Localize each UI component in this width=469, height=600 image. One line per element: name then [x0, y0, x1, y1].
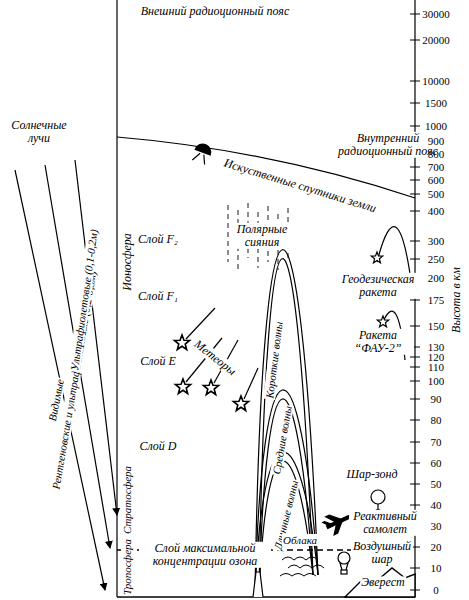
- axis-number: 0: [432, 584, 440, 596]
- diagram-label: Метеоры: [191, 337, 239, 379]
- axis-number: 800: [427, 148, 446, 160]
- diagram-label: Слой D: [138, 440, 177, 453]
- rocket-star: [377, 316, 388, 327]
- axis-number: 50: [430, 478, 443, 490]
- axis-tick: [410, 442, 420, 443]
- axis-number: 20: [430, 541, 443, 553]
- axis-number: 40: [430, 499, 443, 511]
- axis-tick: [410, 103, 420, 104]
- diagram-label: Внешний радиоционный пояс: [140, 5, 290, 18]
- axis-tick: [410, 326, 420, 327]
- antenna: [253, 572, 263, 597]
- axis-number: 30000: [421, 8, 451, 20]
- axis-tick: [410, 505, 420, 506]
- diagram-label: Геодезическая ракета: [332, 273, 424, 299]
- diagram-label: Слой F₂: [137, 233, 179, 246]
- axis-tick: [410, 241, 420, 242]
- air-balloon: [338, 552, 350, 574]
- axis-number: 400: [427, 205, 446, 217]
- meteor-star: [174, 335, 189, 350]
- axis-number: 250: [427, 253, 446, 265]
- axis-number: 60: [430, 457, 443, 469]
- diagram-label: Ионосфера: [121, 232, 134, 292]
- axis-number: 500: [427, 188, 446, 200]
- axis-number: 20000: [421, 34, 451, 46]
- axis-number: 80: [430, 414, 443, 426]
- diagram-label: Слой F₁: [137, 290, 179, 303]
- meteor-trails: [186, 308, 258, 399]
- axis-tick: [410, 590, 420, 591]
- diagram-label: Облака: [282, 534, 318, 546]
- axis-tick: [410, 463, 420, 464]
- satellite-icon: [191, 142, 213, 165]
- mountain: [345, 568, 415, 597]
- axis-number: 300: [427, 235, 446, 247]
- meteor-star: [203, 380, 218, 395]
- clouds: [280, 557, 324, 576]
- axis-number: 200: [427, 272, 446, 284]
- diagram-label: Солнечные лучи: [3, 119, 75, 145]
- axis-tick: [410, 259, 420, 260]
- diagram-label: Стратосфера: [121, 465, 133, 535]
- axis-number: 900: [427, 135, 446, 147]
- axis-number: 90: [430, 393, 443, 405]
- axis-tick: [410, 420, 420, 421]
- diagram-label: Слой максимальной концентрации озона: [139, 542, 271, 568]
- axis-number: 30: [430, 520, 443, 532]
- axis-number: 150: [427, 320, 446, 332]
- axis-number: 110: [427, 361, 445, 373]
- axis-number: 175: [427, 294, 446, 306]
- axis-number: 10: [430, 562, 443, 574]
- axis-tick: [410, 367, 420, 368]
- diagram-label: Реактивный самолет: [349, 510, 421, 536]
- axis-tick: [410, 399, 420, 400]
- axis-tick: [410, 211, 420, 212]
- diagram-label: Шар-зонд: [345, 468, 398, 481]
- axis-tick: [410, 180, 420, 181]
- axis-tick: [410, 381, 420, 382]
- diagram-label: Слой E: [139, 355, 177, 368]
- axis-tick: [410, 194, 420, 195]
- meteor-star: [233, 396, 248, 411]
- axis-number: 10000: [421, 75, 451, 87]
- axis-tick: [410, 357, 420, 358]
- axis-tick: [410, 81, 420, 82]
- axis-tick: [410, 167, 420, 168]
- axis-tick: [410, 300, 420, 301]
- diagram-label: Полярные сияния: [231, 223, 293, 249]
- sun-ray: [45, 165, 110, 548]
- diagram-label: Высота в км: [450, 266, 463, 334]
- axis-tick: [410, 484, 420, 485]
- diagram-label: Воздушный шар: [351, 540, 413, 566]
- axis-tick: [410, 14, 420, 15]
- diagram-label: Тропосфера: [121, 538, 133, 596]
- axis-tick: [410, 568, 420, 569]
- axis-number: 700: [427, 161, 446, 173]
- axis-number: 1000: [424, 120, 448, 132]
- axis-tick: [410, 40, 420, 41]
- meteor-star: [175, 379, 190, 394]
- rocket-star: [371, 252, 382, 263]
- diagram-label: Ракета “ФАУ-2”: [342, 329, 414, 355]
- axis-number: 600: [427, 174, 446, 186]
- axis-number: 70: [430, 436, 443, 448]
- axis-number: 1500: [424, 97, 448, 109]
- axis-number: 100: [427, 375, 446, 387]
- diagram-label: Эверест: [360, 576, 406, 589]
- diagram-label: Внутренний радиоционный пояс: [332, 132, 444, 158]
- axis-tick: [410, 126, 420, 127]
- sun-ray: [15, 170, 105, 590]
